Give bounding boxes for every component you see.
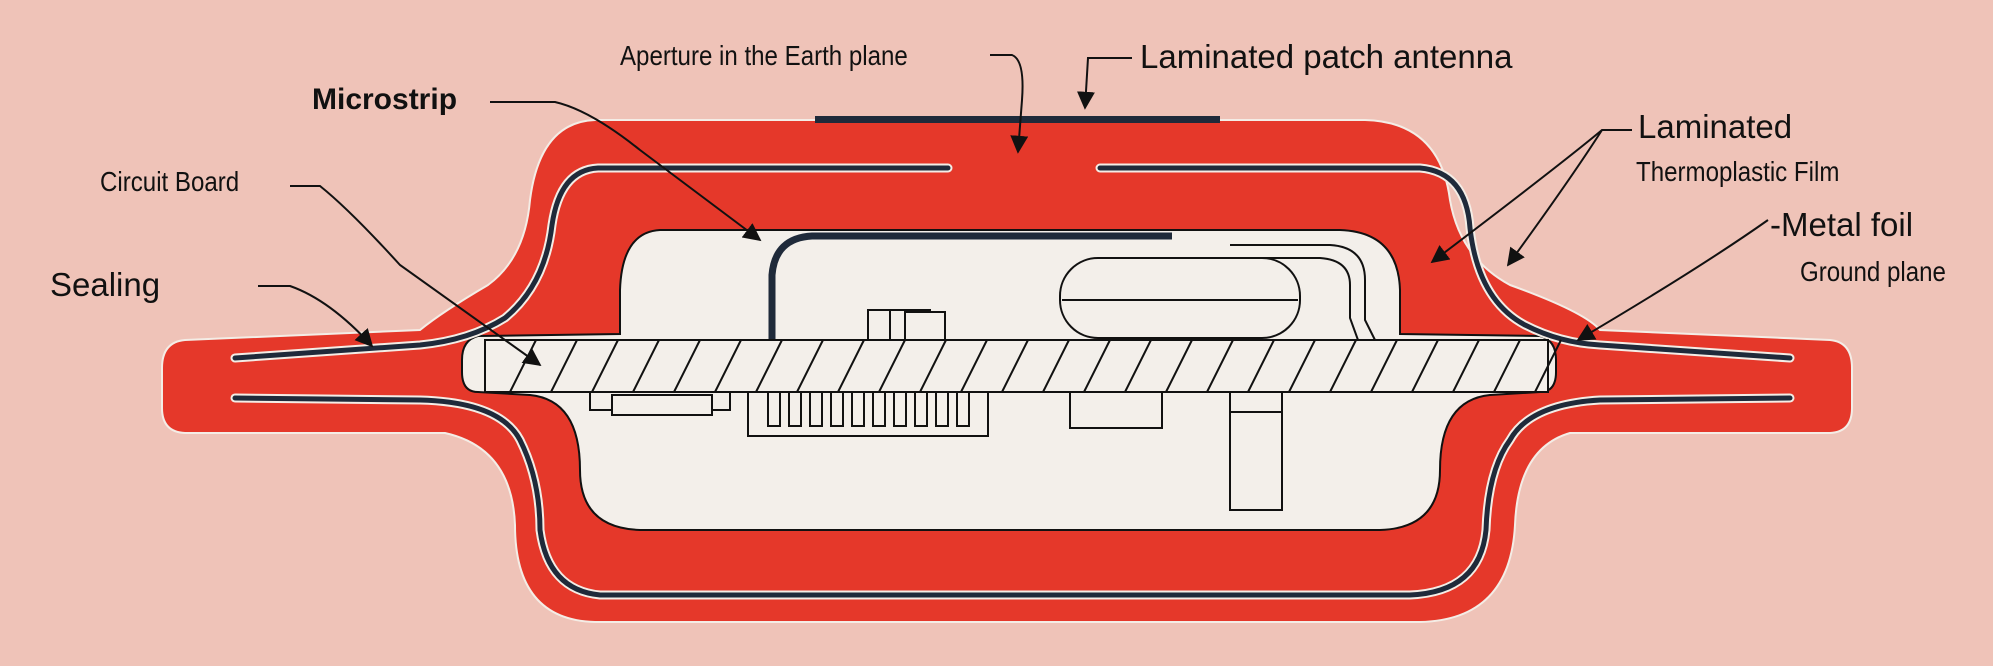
board-hatch-line	[550, 339, 578, 393]
board-hatch-line	[632, 339, 660, 393]
under-board-components	[589, 391, 1283, 511]
thermoplastic-film-label: Thermoplastic Film	[1636, 156, 1840, 187]
crystal-component	[1059, 257, 1301, 339]
board-hatch-line	[1452, 339, 1480, 393]
board-hatch-line	[1411, 339, 1439, 393]
chip-pad-2	[904, 311, 946, 341]
board-hatch-line	[1493, 339, 1521, 393]
sealing-label: Sealing	[50, 266, 161, 303]
board-hatch-line	[1329, 339, 1357, 393]
microstrip-line	[768, 232, 1172, 340]
board-hatch-line	[919, 339, 947, 393]
ic-chip	[747, 391, 989, 437]
leader-lines	[258, 54, 1769, 367]
board-hatch-line	[591, 339, 619, 393]
ic-pin	[956, 391, 970, 427]
microstrip-label: Microstrip	[312, 83, 458, 116]
ic-pin	[893, 391, 907, 427]
capacitor-body	[1069, 391, 1163, 429]
board-hatch-line	[1083, 339, 1111, 393]
ic-pin	[830, 391, 844, 427]
board-hatch-line	[1042, 339, 1070, 393]
aperture-label: Aperture in the Earth plane	[620, 40, 908, 71]
ground-plane-label: Ground plane	[1800, 256, 1946, 287]
board-hatch-line	[673, 339, 701, 393]
board-hatch-line	[837, 339, 865, 393]
board-hatch-line	[1247, 339, 1275, 393]
board-hatch-line	[1124, 339, 1152, 393]
ic-pin	[872, 391, 886, 427]
laminated-label: Laminated	[1638, 108, 1793, 145]
smd-resistor	[611, 394, 713, 416]
battery-cap	[1229, 391, 1283, 413]
board-hatch-line	[878, 339, 906, 393]
board-hatch-line	[714, 339, 742, 393]
patch-antenna-label: Laminated patch antenna	[1140, 38, 1513, 75]
board-hatch-line	[1206, 339, 1234, 393]
ic-pin	[809, 391, 823, 427]
board-hatch-line	[1001, 339, 1029, 393]
board-hatch-line	[796, 339, 824, 393]
metal-foil-label: -Metal foil	[1770, 206, 1914, 243]
patch-antenna-strip	[815, 116, 1220, 123]
board-hatch-line	[1288, 339, 1316, 393]
ic-pin	[851, 391, 865, 427]
board-hatch-line	[755, 339, 783, 393]
board-hatch-line	[1165, 339, 1193, 393]
circuit-board	[484, 339, 1562, 393]
circuit-board-label: Circuit Board	[100, 166, 240, 197]
board-hatch-line	[1534, 339, 1562, 393]
ic-pin	[935, 391, 949, 427]
ic-pin	[788, 391, 802, 427]
board-hatch-line	[960, 339, 988, 393]
ic-pin	[767, 391, 781, 427]
metal-foil-ground-plane-core	[232, 165, 1793, 598]
battery-body	[1229, 411, 1283, 511]
board-components	[867, 244, 1376, 341]
ic-pin	[914, 391, 928, 427]
board-hatch-line	[1370, 339, 1398, 393]
